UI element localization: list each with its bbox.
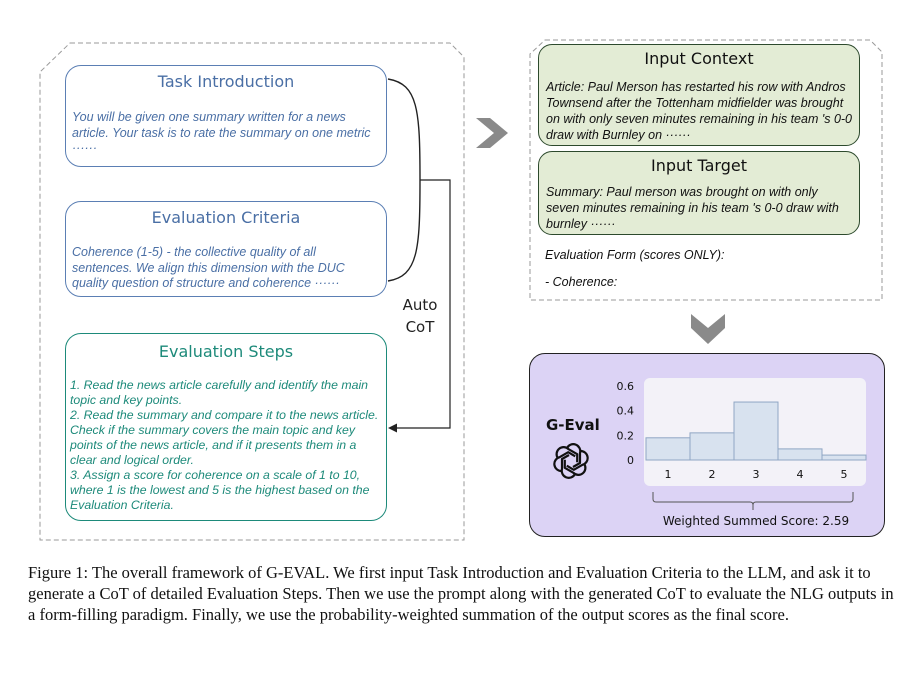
evaluation-steps-title: Evaluation Steps	[158, 342, 294, 361]
y-tick-label: 0.6	[617, 380, 635, 393]
y-tick-label: 0.4	[617, 405, 635, 418]
input-context-title: Input Context	[644, 49, 754, 68]
bar-score-1	[645, 437, 691, 461]
weighted-summed-score: Weighted Summed Score: 2.59	[662, 514, 850, 528]
bar-score-4	[777, 448, 823, 461]
input-target-box: Input Target Summary: Paul merson was br…	[538, 151, 860, 235]
bar-score-2	[689, 432, 735, 461]
figure-caption: Figure 1: The overall framework of G-EVA…	[28, 563, 894, 624]
evaluation-form-label: Evaluation Form (scores ONLY):	[545, 248, 725, 262]
x-tick-label: 1	[665, 468, 672, 481]
evaluation-form-item: - Coherence:	[545, 275, 618, 289]
score-bracket	[652, 492, 854, 510]
y-tick-label: 0.2	[617, 429, 635, 442]
evaluation-criteria-text: Coherence (1-5) - the collective quality…	[72, 245, 345, 290]
chevron-right-icon	[476, 118, 508, 148]
task-introduction-text: You will be given one summary written fo…	[72, 110, 371, 155]
input-target-text: Summary: Paul merson was brought on with…	[546, 185, 839, 231]
task-introduction-title: Task Introduction	[157, 72, 295, 91]
task-introduction-box: Task Introduction You will be given one …	[65, 65, 387, 167]
evaluation-steps-text: 1. Read the news article carefully and i…	[70, 378, 379, 512]
x-tick-label: 3	[753, 468, 760, 481]
auto-label: Auto	[402, 296, 438, 314]
evaluation-criteria-box: Evaluation Criteria Coherence (1-5) - th…	[65, 201, 387, 297]
bar-score-5	[821, 454, 867, 461]
input-context-text: Article: Paul Merson has restarted his r…	[546, 80, 853, 142]
evaluation-criteria-title: Evaluation Criteria	[151, 208, 301, 227]
score-distribution-chart: 0.6 0.4 0.2 0 1 2 3 4 5	[617, 378, 867, 486]
cot-label: CoT	[405, 318, 435, 336]
chevron-down-icon	[691, 314, 725, 344]
auto-cot-label: Auto CoT	[396, 294, 444, 338]
x-tick-label: 4	[797, 468, 804, 481]
g-eval-label: G-Eval	[546, 416, 600, 434]
input-context-box: Input Context Article: Paul Merson has r…	[538, 44, 860, 146]
x-tick-label: 5	[841, 468, 848, 481]
x-tick-label: 2	[709, 468, 716, 481]
evaluation-steps-box: Evaluation Steps 1. Read the news articl…	[65, 333, 387, 521]
y-tick-label: 0	[627, 454, 634, 467]
bar-score-3	[733, 401, 779, 461]
openai-logo-icon	[553, 443, 589, 479]
input-target-title: Input Target	[650, 156, 747, 175]
